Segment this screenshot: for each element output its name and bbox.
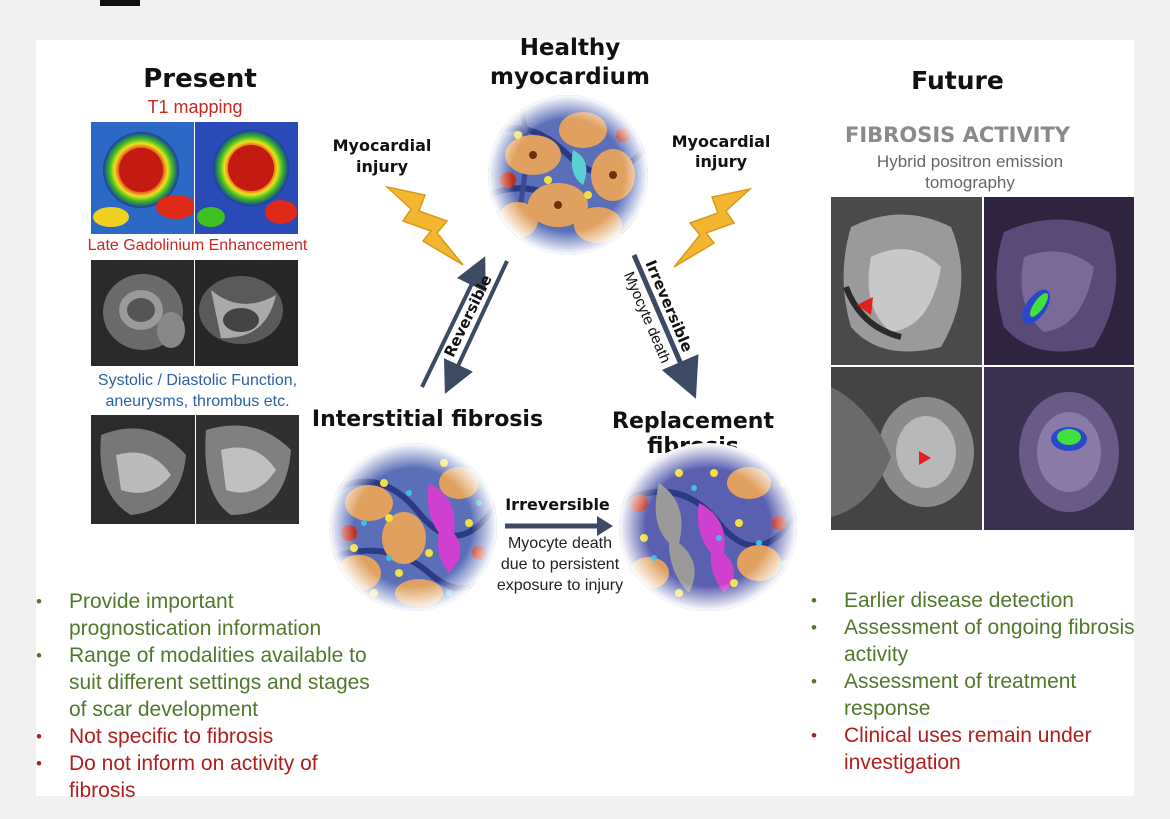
- center-arrows: [420, 254, 699, 399]
- future-bullet-list: Earlier disease detection Assessment of …: [811, 587, 1141, 776]
- reversible-arrow-down: [443, 260, 509, 394]
- present-bullet-not-specific: Not specific to fibrosis: [36, 723, 396, 750]
- present-heading: Present: [143, 64, 257, 94]
- future-bullet-early-detection-line1: Earlier disease detection: [844, 589, 1074, 612]
- future-bullet-treatment-response-line2: response: [844, 697, 931, 720]
- function-label-line1: Systolic / Diastolic Function,: [97, 372, 298, 389]
- future-heading: Future: [911, 66, 1004, 95]
- future-bullet-early-detection: Earlier disease detection: [811, 587, 1141, 614]
- injury-right-line2: injury: [694, 152, 748, 171]
- present-bullet-modalities-line1: Range of modalities available to: [69, 644, 367, 667]
- future-bullet-ongoing-activity: Assessment of ongoing fibrosis activity: [811, 614, 1141, 668]
- present-bullet-prognostication-line2: prognostication information: [69, 617, 322, 640]
- irreversible-bottom-label: Irreversible: [505, 495, 610, 514]
- present-bullet-modalities-line3: of scar development: [69, 698, 259, 721]
- injury-left-line1: Myocardial: [332, 136, 432, 155]
- present-bullet-prognostication: Provide important prognostication inform…: [36, 588, 396, 642]
- t1-mapping-image: [91, 122, 298, 234]
- mr-short-axis-image: [831, 367, 982, 530]
- header-fragment: [100, 0, 140, 6]
- present-bullet-modalities-line2: suit different settings and stages: [69, 671, 370, 694]
- healthy-title-line1: Healthy: [519, 35, 621, 61]
- healthy-title-line2: myocardium: [490, 64, 650, 90]
- bottom-note-line1: Myocyte death: [507, 535, 613, 552]
- lesion-marker-top: [857, 297, 873, 315]
- bottom-note-line2: due to persistent: [500, 556, 620, 573]
- present-bullet-no-activity-line1: Do not inform on activity of: [69, 752, 318, 775]
- future-bullet-treatment-response-line1: Assessment of treatment: [844, 670, 1077, 693]
- cine-function-image: [91, 415, 299, 524]
- injury-right-line1: Myocardial: [671, 132, 771, 151]
- pet-long-axis-image: [984, 197, 1134, 365]
- interstitial-fibrosis-title: Interstitial fibrosis: [311, 407, 544, 432]
- healthy-myocardium-illustration: [488, 95, 648, 255]
- bottom-note-line3: exposure to injury: [496, 577, 624, 594]
- function-label-line2: aneurysms, thrombus etc.: [105, 393, 290, 410]
- future-bullet-clinical-uses: Clinical uses remain under investigation: [811, 722, 1141, 776]
- present-bullet-not-specific-line1: Not specific to fibrosis: [69, 725, 274, 748]
- future-bullet-ongoing-activity-line1: Assessment of ongoing fibrosis: [844, 616, 1135, 639]
- irreversible-bottom-arrow: [505, 516, 613, 536]
- pet-caption-line2: tomography: [925, 173, 1015, 192]
- fibrosis-activity-subheading: FIBROSIS ACTIVITY: [845, 123, 1070, 147]
- reversible-arrow-up: [420, 256, 486, 388]
- replacement-fibrosis-illustration: [619, 443, 797, 611]
- interstitial-fibrosis-illustration: [329, 443, 497, 611]
- lge-image: [91, 260, 298, 366]
- present-bullet-no-activity-line2: fibrosis: [69, 779, 136, 802]
- present-bullet-prognostication-line1: Provide important: [69, 590, 234, 613]
- lesion-marker-bottom: [919, 451, 931, 465]
- t1-mapping-label: T1 mapping: [147, 97, 243, 117]
- future-bullet-treatment-response: Assessment of treatment response: [811, 668, 1141, 722]
- present-bullet-modalities: Range of modalities available to suit di…: [36, 642, 396, 723]
- pet-short-axis-image: [984, 367, 1134, 530]
- future-bullet-clinical-uses-line1: Clinical uses remain under: [844, 724, 1092, 747]
- future-bullet-ongoing-activity-line2: activity: [844, 643, 909, 666]
- present-bullet-no-activity: Do not inform on activity of fibrosis: [36, 750, 396, 804]
- present-bullet-list: Provide important prognostication inform…: [36, 588, 396, 804]
- future-bullet-clinical-uses-line2: investigation: [844, 751, 961, 774]
- injury-left-line2: injury: [355, 157, 409, 176]
- irreversible-arrow: [631, 254, 699, 399]
- pet-caption-line1: Hybrid positron emission: [876, 152, 1064, 171]
- lge-label: Late Gadolinium Enhancement: [87, 237, 308, 254]
- mr-long-axis-image: [831, 197, 982, 365]
- lightning-right-icon: [673, 187, 752, 268]
